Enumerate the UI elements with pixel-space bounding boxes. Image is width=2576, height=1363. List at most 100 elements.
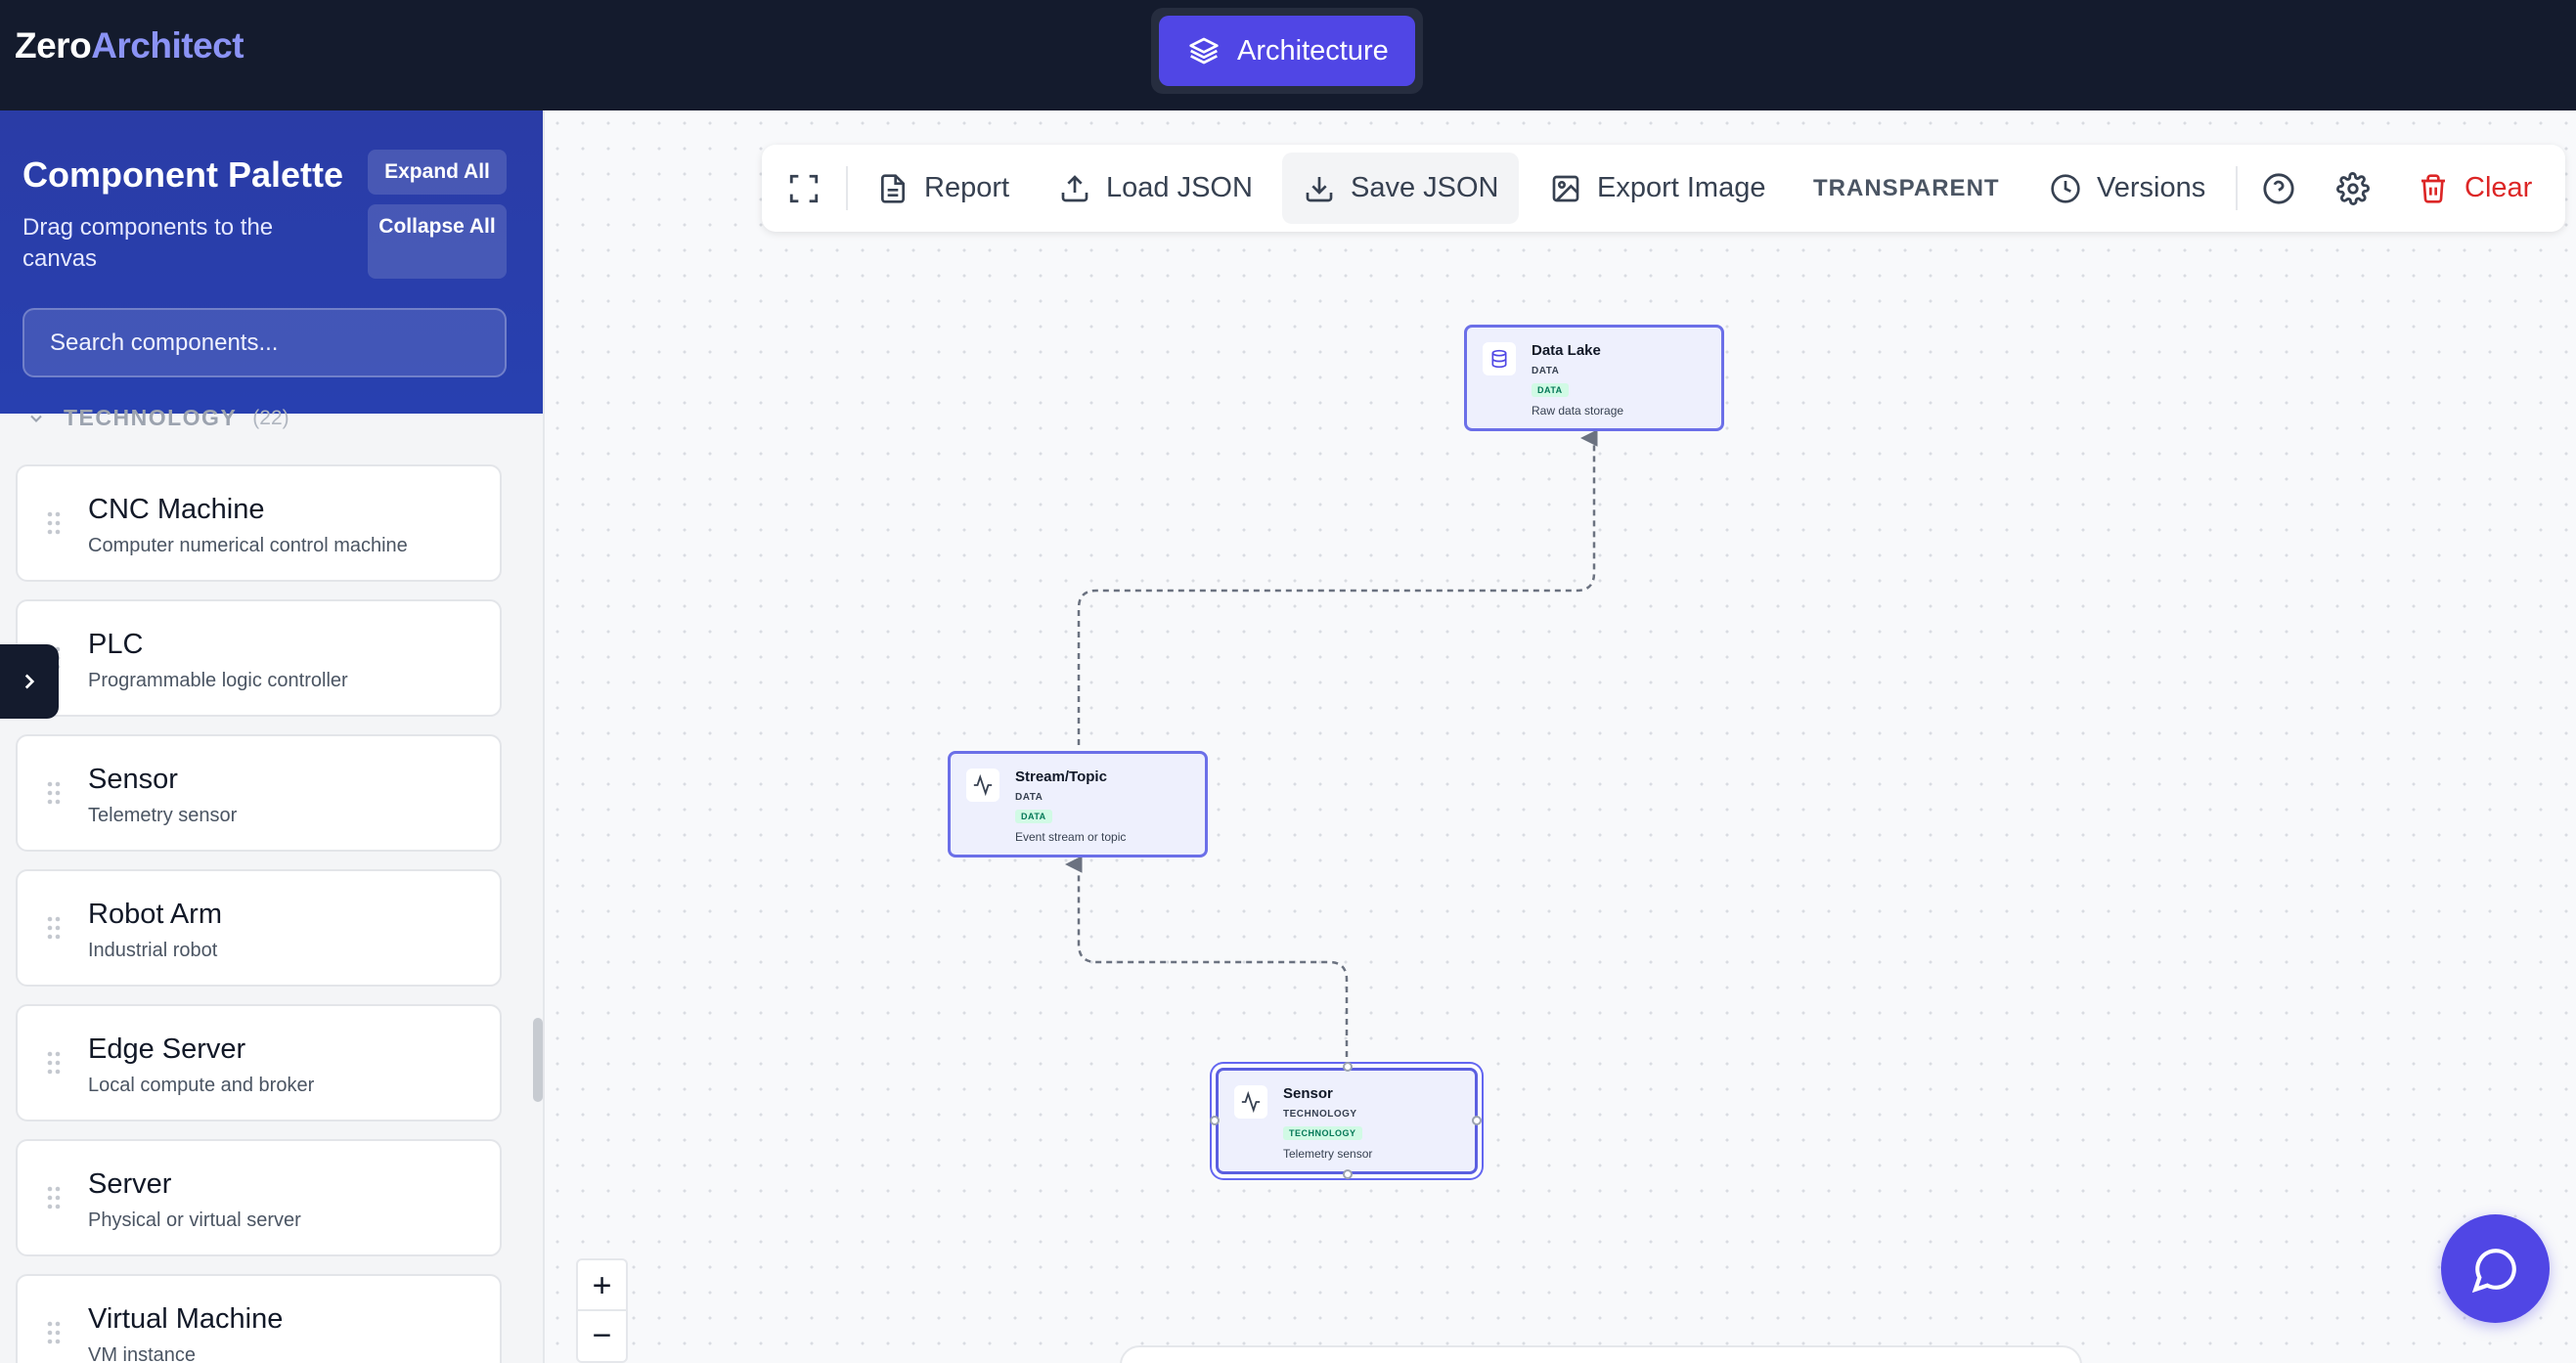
load-json-label: Load JSON xyxy=(1106,172,1253,203)
load-json-button[interactable]: Load JSON xyxy=(1059,145,1253,232)
transparent-toggle[interactable]: TRANSPARENT xyxy=(1813,174,2000,201)
connection-handle[interactable] xyxy=(1343,1062,1353,1072)
chevron-right-icon xyxy=(24,674,35,689)
component-desc: Computer numerical control machine xyxy=(88,535,408,556)
canvas-toolbar: Report Load JSON Save JSON Export Image … xyxy=(762,145,2565,232)
zoom-in-button[interactable]: + xyxy=(578,1262,626,1311)
node-desc: Raw data storage xyxy=(1532,404,1624,418)
node-badge: TECHNOLOGY xyxy=(1283,1126,1362,1140)
connection-handle[interactable] xyxy=(1210,1116,1220,1125)
node-badge: DATA xyxy=(1532,383,1569,397)
save-json-label: Save JSON xyxy=(1351,172,1499,203)
drag-handle-icon[interactable] xyxy=(47,1051,61,1075)
component-name: CNC Machine xyxy=(88,494,265,525)
component-desc: Local compute and broker xyxy=(88,1075,315,1096)
list-item[interactable]: Sensor Telemetry sensor xyxy=(16,734,502,852)
category-name: TECHNOLOGY xyxy=(64,405,238,430)
component-name: Virtual Machine xyxy=(88,1303,284,1335)
component-desc: Programmable logic controller xyxy=(88,670,348,691)
edge-stream-to-datalake[interactable] xyxy=(1077,429,1598,745)
component-desc: Physical or virtual server xyxy=(88,1209,301,1231)
top-bar: ZeroArchitect Architecture xyxy=(0,0,2576,110)
fullscreen-icon xyxy=(789,174,819,202)
node-badge: DATA xyxy=(1015,810,1052,823)
sidebar-toggle-button[interactable] xyxy=(0,644,59,719)
chevron-down-icon xyxy=(30,415,42,422)
component-desc: Telemetry sensor xyxy=(88,805,238,826)
node-title: Sensor xyxy=(1283,1085,1333,1102)
upload-icon xyxy=(1061,174,1088,201)
drag-handle-icon[interactable] xyxy=(47,916,61,940)
collapse-all-button[interactable]: Collapse All xyxy=(368,204,507,279)
search-input[interactable] xyxy=(22,308,507,377)
chat-button[interactable] xyxy=(2441,1214,2550,1323)
node-title: Stream/Topic xyxy=(1015,769,1107,785)
export-image-label: Export Image xyxy=(1597,172,1766,203)
divider xyxy=(2236,166,2238,210)
save-json-button[interactable]: Save JSON xyxy=(1282,153,1519,224)
connection-handle[interactable] xyxy=(1343,1169,1353,1179)
component-name: Robot Arm xyxy=(88,899,222,930)
list-item[interactable]: Virtual Machine VM instance xyxy=(16,1274,502,1363)
brand-part2: Architect xyxy=(91,25,244,66)
node-sensor[interactable]: Sensor TECHNOLOGY TECHNOLOGY Telemetry s… xyxy=(1210,1062,1482,1179)
edge-sensor-to-stream[interactable] xyxy=(1065,856,1349,1068)
component-name: Sensor xyxy=(88,764,178,795)
report-label: Report xyxy=(924,172,1010,203)
drag-handle-icon[interactable] xyxy=(47,1186,61,1209)
tab-group: Architecture xyxy=(1151,8,1423,94)
node-stream-topic[interactable]: Stream/Topic DATA DATA Event stream or t… xyxy=(948,751,1208,857)
node-data-lake[interactable]: Data Lake DATA DATA Raw data storage xyxy=(1464,325,1724,431)
connection-handle[interactable] xyxy=(1472,1116,1482,1125)
tab-architecture[interactable]: Architecture xyxy=(1159,16,1415,86)
category-header-technology[interactable]: TECHNOLOGY (22) xyxy=(26,405,289,431)
activity-icon xyxy=(1234,1085,1267,1119)
help-button[interactable] xyxy=(2262,145,2311,232)
architecture-canvas[interactable] xyxy=(545,110,2576,1363)
node-type: DATA xyxy=(1015,792,1044,803)
palette-subtitle: Drag components to the canvas xyxy=(22,214,274,272)
bottom-panel[interactable] xyxy=(1120,1345,2082,1363)
palette-header: Component Palette Drag components to the… xyxy=(0,110,543,414)
component-name: PLC xyxy=(88,629,144,660)
node-desc: Telemetry sensor xyxy=(1283,1147,1373,1161)
palette-title: Component Palette xyxy=(22,154,344,195)
list-item[interactable]: CNC Machine Computer numerical control m… xyxy=(16,464,502,582)
trash-icon xyxy=(2421,173,2445,203)
report-button[interactable]: Report xyxy=(877,145,1009,232)
chat-icon xyxy=(2471,1248,2516,1293)
list-item[interactable]: PLC Programmable logic controller xyxy=(16,599,502,717)
component-name: Server xyxy=(88,1168,172,1200)
list-item[interactable]: Server Physical or virtual server xyxy=(16,1139,502,1256)
zoom-controls: + − xyxy=(576,1258,628,1363)
list-item[interactable]: Robot Arm Industrial robot xyxy=(16,869,502,987)
versions-button[interactable]: Versions xyxy=(2050,145,2205,232)
gear-icon xyxy=(2336,171,2370,205)
app-logo[interactable]: ZeroArchitect xyxy=(15,25,244,66)
clock-icon xyxy=(2051,173,2080,203)
node-title: Data Lake xyxy=(1532,342,1601,359)
download-icon xyxy=(1306,176,1333,201)
component-palette: Component Palette Drag components to the… xyxy=(0,110,545,1363)
settings-button[interactable] xyxy=(2336,145,2385,232)
export-image-button[interactable]: Export Image xyxy=(1550,145,1765,232)
brand-part1: Zero xyxy=(15,25,92,66)
clear-button[interactable]: Clear xyxy=(2418,145,2532,232)
divider xyxy=(846,166,848,210)
expand-all-button[interactable]: Expand All xyxy=(368,150,507,195)
fullscreen-button[interactable] xyxy=(787,145,836,232)
list-item[interactable]: Edge Server Local compute and broker xyxy=(16,1004,502,1121)
image-icon xyxy=(1552,175,1579,201)
drag-handle-icon[interactable] xyxy=(47,511,61,535)
activity-icon xyxy=(966,769,999,802)
component-name: Edge Server xyxy=(88,1033,246,1065)
drag-handle-icon[interactable] xyxy=(47,1321,61,1344)
component-desc: VM instance xyxy=(88,1344,197,1363)
zoom-out-button[interactable]: − xyxy=(592,1316,612,1354)
category-count: (22) xyxy=(252,406,289,429)
component-desc: Industrial robot xyxy=(88,940,218,961)
clear-label: Clear xyxy=(2465,172,2533,203)
scrollbar-thumb[interactable] xyxy=(533,1018,543,1102)
drag-handle-icon[interactable] xyxy=(47,781,61,805)
